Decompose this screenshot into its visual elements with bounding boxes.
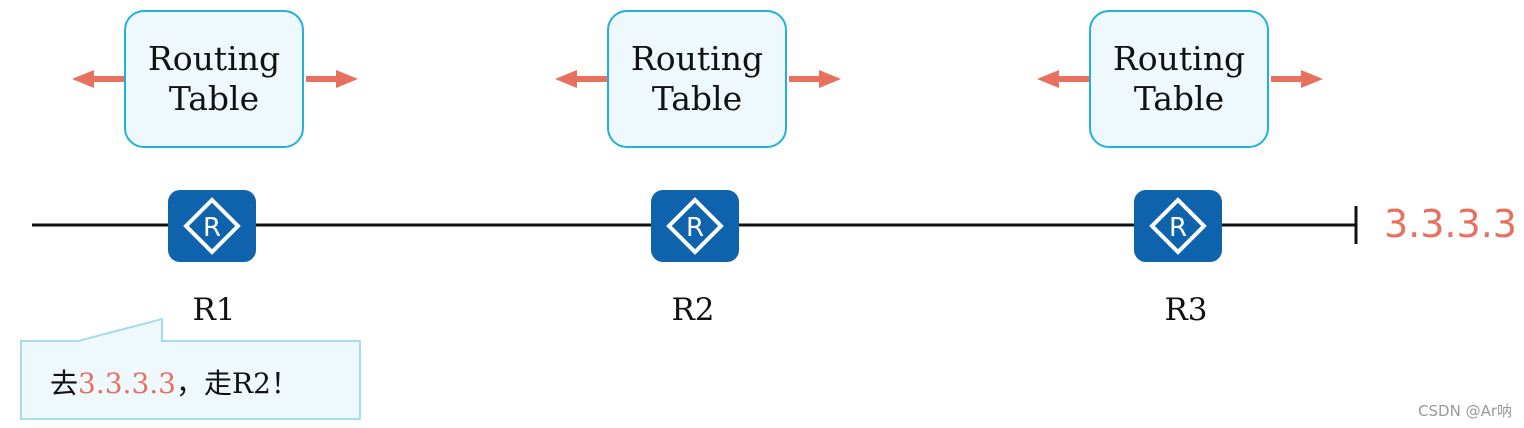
routing-table-label: Table (1133, 79, 1225, 118)
watermark: CSDN @Ar呐 (1418, 402, 1512, 420)
callout-suffix: ，走R2！ (175, 367, 299, 400)
svg-text:R: R (686, 213, 704, 243)
svg-text:R: R (203, 213, 221, 243)
callout-prefix: 去 (50, 367, 79, 400)
router-r2: R (651, 190, 739, 262)
router-label-r2: R2 (671, 292, 715, 328)
router-r3: R (1134, 190, 1222, 262)
routing-table-label: Table (168, 79, 260, 118)
update-arrow-right-1 (306, 70, 358, 88)
update-arrow-left-1 (72, 70, 124, 88)
update-arrow-left-2 (555, 70, 607, 88)
update-arrow-right-2 (789, 70, 841, 88)
callout-text: 去3.3.3.3，走R2！ (50, 362, 299, 402)
routing-table-label: Routing (147, 39, 281, 78)
callout-bubble (20, 317, 361, 420)
update-arrow-left-3 (1037, 70, 1089, 88)
router-label-r3: R3 (1164, 292, 1208, 328)
routing-table-label: Routing (1112, 39, 1246, 78)
router-r1: R (168, 190, 256, 262)
routing-table-label: Table (651, 79, 743, 118)
svg-text:R: R (1169, 213, 1187, 243)
router-icon: R (183, 197, 241, 255)
update-arrow-right-3 (1271, 70, 1323, 88)
router-icon: R (1149, 197, 1207, 255)
callout-highlight: 3.3.3.3 (78, 367, 176, 400)
routing-table-label: Routing (630, 39, 764, 78)
destination-address: 3.3.3.3 (1384, 202, 1517, 246)
router-icon: R (666, 197, 724, 255)
router-label-r1: R1 (192, 292, 236, 328)
